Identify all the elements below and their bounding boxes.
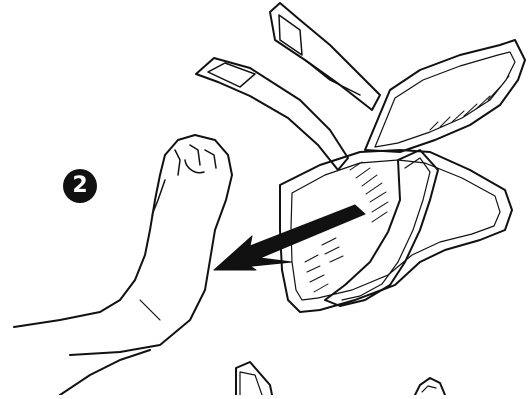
wrap-back-flap — [365, 40, 525, 152]
direction-arrow — [214, 205, 365, 270]
next-step-partial — [236, 362, 445, 395]
upper-strap — [270, 3, 380, 110]
step-number-badge: 2 — [63, 169, 97, 203]
foot — [14, 135, 232, 395]
wrap-front-flap — [325, 150, 438, 306]
